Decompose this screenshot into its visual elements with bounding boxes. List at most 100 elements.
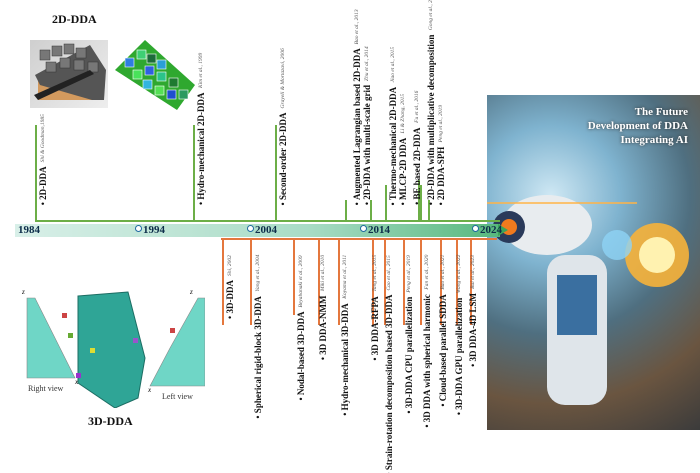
bullet-icon: • (426, 199, 436, 205)
year-marker: 1994 (135, 224, 165, 236)
milestone-citation: Fu et al., 2016 (414, 91, 420, 124)
2d-milestone: • Thermo-mechanical 2D-DDA Jiao et al., … (388, 47, 398, 205)
milestone-label: Cloud-based parallel SDDA (438, 294, 448, 402)
bullet-icon: • (318, 354, 328, 361)
connector-line (420, 185, 422, 221)
year-label: 1994 (143, 224, 165, 236)
milestone-citation: Yang et al., 2004 (255, 255, 261, 292)
milestone-label: 3D DDA with spherical harmonic (422, 294, 432, 423)
milestone-citation: Bao et al., 2021 (440, 255, 446, 290)
milestone-citation: Zhu et al., 2014 (364, 45, 370, 81)
milestone-label: Spherical rigid-block 3D-DDA (253, 296, 263, 414)
3d-milestone: • 3D DDA-NMM Miki et al., 2010 (318, 255, 328, 360)
milestone-label: 2D-DDA (38, 166, 48, 200)
milestone-label: 3D DDA-4D LSM (468, 293, 478, 362)
year-label: 2004 (255, 224, 277, 236)
connector-line (384, 240, 386, 325)
connector-line (370, 200, 372, 221)
connector-line (222, 240, 224, 325)
bullet-icon: • (438, 401, 448, 407)
bullet-icon: • (454, 409, 464, 416)
left-view-label: Left view (162, 392, 193, 401)
bullet-icon: • (296, 395, 306, 401)
2d-milestone: • 2D-DDA with multi-scale grid Zhu et al… (362, 46, 372, 205)
bullet-icon: • (422, 422, 432, 428)
milestone-label: 3D DDA-NMM (318, 295, 328, 355)
3d-milestone: • Nodal-based 3D-DDA Beyabanaki et al., … (296, 255, 306, 401)
connector-line (275, 125, 277, 221)
bullet-icon: • (412, 199, 422, 205)
image-2d-numerical-model (115, 40, 195, 112)
milestone-citation: Bai et al., 2023 (470, 255, 476, 289)
connector-line (35, 125, 37, 221)
green-blocks-graphic (115, 40, 195, 110)
bullet-icon: • (362, 199, 372, 205)
connector-line (372, 240, 374, 325)
2d-milestone: • Second-order 2D-DDA Grayeli & Mortazav… (278, 48, 288, 205)
circle-icon (472, 225, 479, 232)
title-2d-dda: 2D-DDA (52, 12, 97, 26)
bottom-branch-line (221, 238, 497, 240)
year-marker: 1984 (18, 224, 40, 236)
timeline-arrow-icon (498, 224, 508, 236)
milestone-citation: Koyama et al., 2011 (342, 255, 348, 300)
2d-milestone: • 2D-DDA Shi & Goodman,1985 (38, 114, 48, 205)
milestone-label: 3D DDA-RFPA (370, 296, 380, 356)
axis-x-label: x (148, 386, 152, 394)
title-3d-dda: 3D-DDA (88, 414, 133, 428)
right-view-label: Right view (28, 384, 64, 393)
year-label: 2024 (480, 224, 502, 236)
milestone-label: 3D-DDA GPU parallelization (454, 297, 464, 410)
axis-x-label: x (75, 378, 79, 386)
3d-milestone: • Cloud-based parallel SDDA Bao et al., … (438, 255, 448, 407)
2d-milestone: • BE based 2D-DDA Fu et al., 2016 (412, 91, 422, 205)
year-marker: 2014 (360, 224, 390, 236)
milestone-citation: Li & Zhang, 2015 (400, 93, 406, 134)
axis-z-label: z (190, 288, 193, 296)
connector-line (318, 240, 320, 325)
circle-icon (135, 225, 142, 232)
axis-z-label: z (22, 288, 25, 296)
connector-line (403, 240, 405, 325)
milestone-label: 2D-DDA with multi-scale grid (362, 84, 372, 200)
bullet-icon: • (225, 313, 235, 319)
milestone-label: BE based 2D-DDA (412, 127, 422, 200)
2d-milestone: • MLCP-2D DDA Li & Zhang, 2015 (398, 94, 408, 205)
milestone-label: Hydro-mechanical 3D-DDA (340, 303, 350, 411)
connector-line (470, 240, 472, 325)
connector-line (293, 240, 295, 315)
3d-milestone: • 3D DDA-4D LSM Bai et al., 2023 (468, 255, 478, 367)
bullet-icon: • (404, 408, 414, 414)
connector-line (418, 180, 420, 221)
milestone-citation: Fan et al., 2020 (424, 255, 430, 290)
3d-milestone: • Hydro-mechanical 3D-DDA Koyama et al.,… (340, 255, 350, 416)
bullet-icon: • (196, 199, 206, 205)
milestone-citation: Kim et al., 1999 (198, 52, 204, 89)
bullet-icon: • (340, 410, 350, 416)
bullet-icon: • (38, 199, 48, 205)
year-label: 1984 (18, 224, 40, 236)
3d-milestone: • 3D DDA with spherical harmonic Fan et … (422, 255, 432, 428)
milestone-citation: Shi & Goodman,1985 (40, 113, 46, 162)
milestone-label: 3D-DDA (225, 280, 235, 314)
bullet-icon: • (436, 199, 446, 205)
milestone-citation: Jiao et al., 2015 (390, 46, 396, 83)
milestone-label: Strain-rotation decomposition based 3D-D… (384, 294, 394, 471)
ai-caption-line: The Future (634, 106, 688, 118)
milestone-citation: Bao et al., 2013 (354, 8, 360, 44)
milestone-label: 3D-DDA CPU parallelization (404, 296, 414, 409)
3d-milestone: • 3D-DDA GPU parallelization Wang et al.… (454, 255, 464, 415)
ai-caption-line: Integrating AI (620, 134, 688, 146)
milestone-citation: Beyabanaki et al., 2009 (298, 255, 304, 308)
connector-line (338, 240, 340, 325)
image-2d-physical-model (30, 40, 108, 108)
3d-milestone: • Strain-rotation decomposition based 3D… (384, 255, 394, 473)
connector-line (420, 240, 422, 325)
milestone-label: Augmented Lagrangian based 2D-DDA (352, 47, 362, 200)
connector-line (428, 200, 430, 221)
image-3d-slope-model: z z x x Right view Left view (20, 288, 206, 409)
year-label: 2014 (368, 224, 390, 236)
milestone-citation: Shi, 2002 (227, 255, 233, 276)
slope-graphic (26, 291, 206, 409)
milestone-label: Thermo-mechanical 2D-DDA (388, 86, 398, 200)
